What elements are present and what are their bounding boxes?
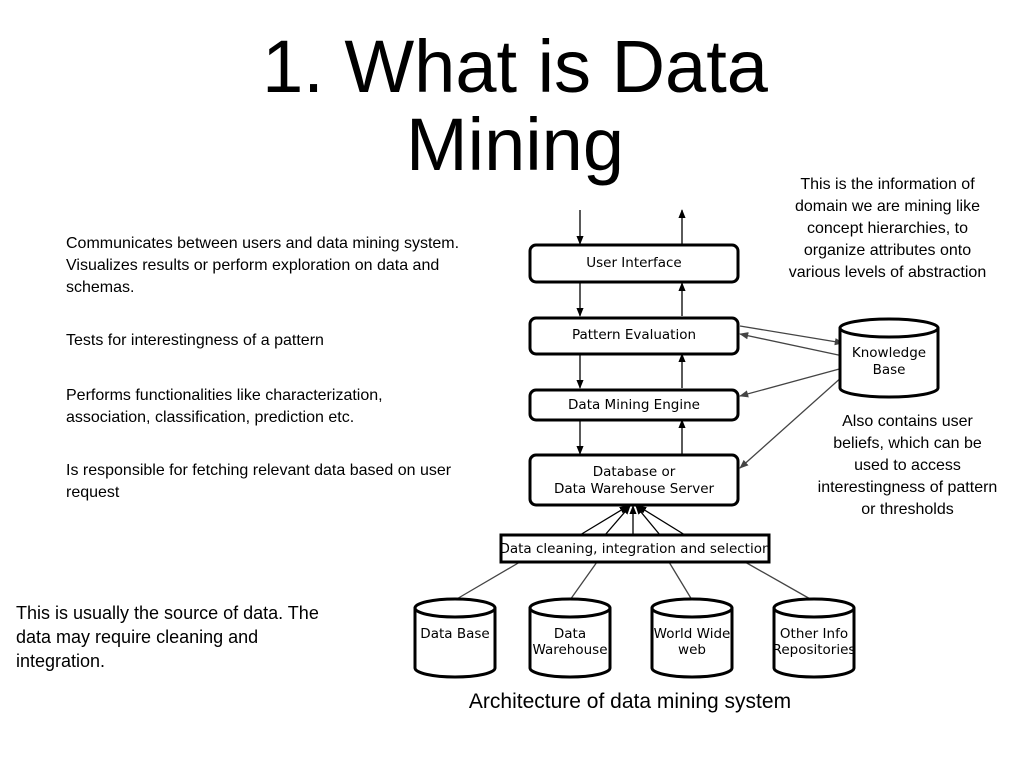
note-pattern-evaluation: Tests for interestingness of a pattern bbox=[66, 332, 324, 349]
data-mining-engine-box: Data Mining Engine bbox=[528, 388, 740, 422]
svg-text:Data Warehouse Server: Data Warehouse Server bbox=[554, 481, 715, 497]
note-database-server: Is responsible for fetching relevant dat… bbox=[66, 462, 452, 501]
svg-text:World Wide: World Wide bbox=[654, 626, 731, 642]
svg-text:Data: Data bbox=[554, 626, 586, 642]
user-interface-box: User Interface bbox=[528, 243, 740, 284]
svg-text:Data Mining Engine: Data Mining Engine bbox=[568, 397, 700, 413]
slide-title: 1. What is Data Mining bbox=[262, 25, 768, 186]
note-user-interface: Communicates between users and data mini… bbox=[66, 235, 460, 296]
svg-text:Pattern Evaluation: Pattern Evaluation bbox=[572, 327, 696, 343]
note-knowledge-base-info: This is the information of domain we are… bbox=[788, 176, 987, 281]
pattern-evaluation-box: Pattern Evaluation bbox=[528, 316, 740, 356]
source-database-cylinder: Data Base bbox=[413, 597, 497, 679]
knowledge-base-cylinder: Knowledge Base bbox=[838, 317, 940, 399]
flow-arrows bbox=[454, 209, 813, 601]
svg-text:User Interface: User Interface bbox=[586, 255, 682, 271]
source-other-repositories-cylinder: Other Info Repositories bbox=[772, 597, 856, 679]
svg-text:Warehouse: Warehouse bbox=[532, 642, 607, 658]
svg-text:Other Info: Other Info bbox=[780, 626, 848, 642]
source-data-warehouse-cylinder: Data Warehouse bbox=[528, 597, 612, 679]
svg-text:Repositories: Repositories bbox=[773, 642, 856, 658]
svg-text:web: web bbox=[678, 642, 706, 658]
database-server-box: Database or Data Warehouse Server bbox=[528, 453, 740, 507]
svg-text:Database or: Database or bbox=[593, 464, 676, 480]
note-mining-engine: Performs functionalities like characteri… bbox=[66, 387, 383, 426]
knowledge-base-connectors bbox=[739, 325, 844, 469]
diagram-caption: Architecture of data mining system bbox=[468, 690, 792, 713]
svg-text:Base: Base bbox=[873, 362, 906, 378]
cleaning-box: Data cleaning, integration and selection bbox=[499, 533, 771, 564]
source-world-wide-web-cylinder: World Wide web bbox=[650, 597, 734, 679]
svg-text:Data Base: Data Base bbox=[420, 626, 489, 642]
note-data-sources: This is usually the source of data. The … bbox=[16, 603, 319, 671]
note-knowledge-base-beliefs: Also contains user beliefs, which can be… bbox=[817, 413, 998, 518]
svg-text:Data cleaning, integration and: Data cleaning, integration and selection bbox=[499, 541, 770, 557]
svg-text:Knowledge: Knowledge bbox=[852, 345, 926, 361]
